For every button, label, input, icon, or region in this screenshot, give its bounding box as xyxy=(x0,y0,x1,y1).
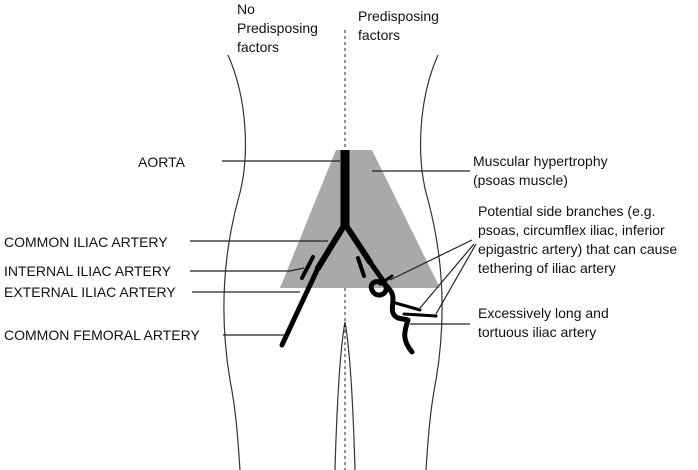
internal-iliac-label: INTERNAL ILIAC ARTERY xyxy=(4,263,172,279)
right-common-iliac-vessel xyxy=(342,221,373,265)
header-no-predisposing: No Predisposing factors xyxy=(237,1,318,55)
tortuous-line-1: Excessively long and xyxy=(478,305,609,321)
side-branches-line-3: epigastric artery) that can cause xyxy=(478,241,677,257)
side-branch-2 xyxy=(390,300,422,312)
header-left-line-2: Predisposing xyxy=(237,20,318,36)
tortuous-line-2: tortuous iliac artery xyxy=(478,324,596,340)
common-iliac-label: COMMON ILIAC ARTERY xyxy=(4,234,168,250)
leader-lines xyxy=(190,160,477,336)
muscular-line-2: (psoas muscle) xyxy=(473,172,568,188)
side-branches-label: Potential side branches (e.g. psoas, cir… xyxy=(478,203,677,276)
header-right-line-2: factors xyxy=(358,27,400,43)
right-tortuous-iliac-vessel xyxy=(367,259,415,355)
aorta-label: AORTA xyxy=(138,154,186,170)
tortuous-label: Excessively long and tortuous iliac arte… xyxy=(478,305,609,340)
body-outline-left xyxy=(223,54,247,470)
internal-iliac-leader xyxy=(190,267,305,272)
side-branches-line-4: tethering of iliac artery xyxy=(478,260,616,276)
left-external-iliac-vessel xyxy=(279,265,321,348)
common-femoral-label: COMMON FEMORAL ARTERY xyxy=(4,327,200,343)
leg-gap-outline xyxy=(334,321,356,470)
side-branch-pointer-2 xyxy=(419,243,475,309)
left-internal-iliac-vessel xyxy=(300,255,315,280)
side-branch-pointer-1 xyxy=(389,239,473,281)
body-outline-right xyxy=(419,54,443,470)
header-right-line-1: Predisposing xyxy=(358,8,439,24)
header-left-line-1: No xyxy=(237,1,255,17)
psoas-muscle-shading xyxy=(280,150,440,288)
muscular-hypertrophy-label: Muscular hypertrophy (psoas muscle) xyxy=(473,153,608,188)
header-left-line-3: factors xyxy=(237,39,279,55)
side-branches-line-1: Potential side branches (e.g. xyxy=(478,203,655,219)
external-iliac-label: EXTERNAL ILIAC ARTERY xyxy=(4,284,176,300)
side-branches-line-2: psoas, circumflex iliac, inferior xyxy=(478,222,665,238)
right-internal-iliac-vessel xyxy=(356,256,366,278)
muscular-line-1: Muscular hypertrophy xyxy=(473,153,608,169)
side-branch-1 xyxy=(378,274,394,286)
side-branch-3 xyxy=(402,312,438,318)
arteries xyxy=(279,150,438,355)
left-common-iliac-vessel xyxy=(315,221,348,271)
header-predisposing: Predisposing factors xyxy=(358,8,439,43)
side-branch-pointer-3 xyxy=(435,243,477,315)
